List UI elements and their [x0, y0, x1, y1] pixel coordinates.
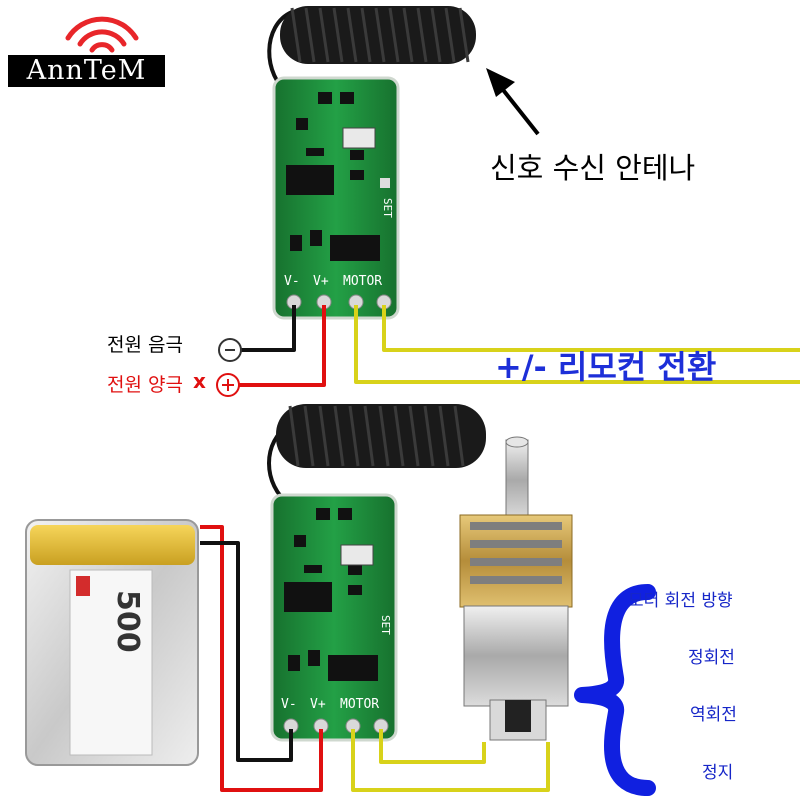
lipo-battery: 500 — [25, 519, 199, 766]
pin-label-vpos-bottom: V+ — [310, 697, 326, 712]
antenna-arrow — [486, 68, 540, 136]
wifi-icon — [65, 16, 139, 53]
pin-label-motor-top: MOTOR — [343, 274, 382, 289]
direction-stop: 정지 — [702, 763, 734, 783]
antenna-coil-bottom — [267, 404, 486, 507]
battery-capacity: 500 — [110, 590, 145, 653]
power-positive-label: 전원 양극 — [107, 374, 183, 396]
pin-label-vneg-bottom: V- — [281, 697, 297, 712]
x-mark: x — [193, 369, 206, 393]
receiver-module-bottom: SET V- V+ MOTOR — [267, 404, 486, 742]
gear-motor — [459, 436, 573, 741]
set-label-top: SET — [381, 198, 394, 218]
pin-label-vneg-top: V- — [284, 274, 300, 289]
motor-direction-title: 모터 회전 방향 — [628, 591, 733, 611]
pin-label-motor-bottom: MOTOR — [340, 697, 379, 712]
brand-logo: AnnTeM — [8, 55, 165, 87]
remote-switch-label: +/- 리모컨 전환 — [495, 348, 717, 386]
antenna-coil-top — [267, 6, 476, 97]
direction-forward: 정회전 — [688, 648, 735, 668]
top-wires — [236, 305, 800, 387]
antenna-label: 신호 수신 안테나 — [490, 151, 696, 185]
pin-label-vpos-top: V+ — [313, 274, 329, 289]
receiver-module-top: SET V- V+ MOTOR — [267, 6, 476, 320]
direction-brace — [574, 584, 656, 796]
bottom-wires — [200, 525, 550, 792]
direction-reverse: 역회전 — [690, 705, 737, 725]
set-label-bottom: SET — [379, 615, 392, 635]
power-negative-label: 전원 음극 — [107, 334, 183, 356]
